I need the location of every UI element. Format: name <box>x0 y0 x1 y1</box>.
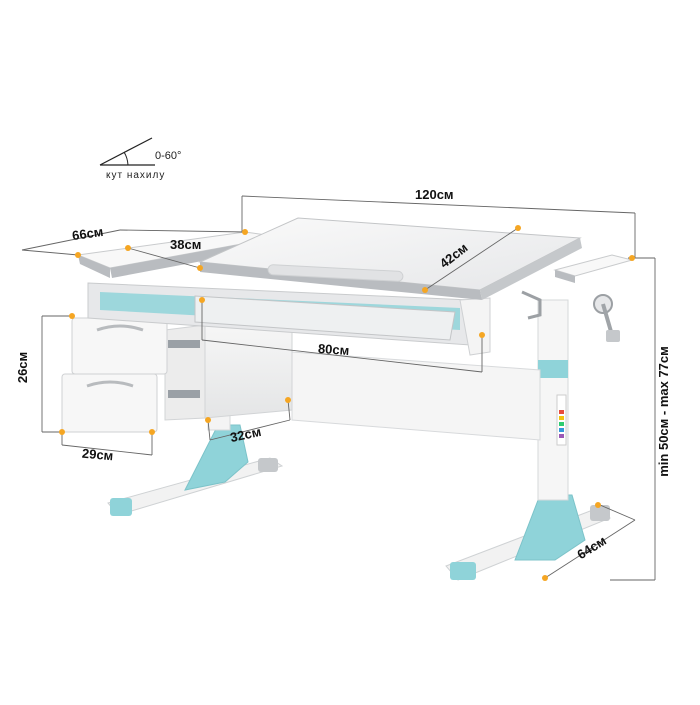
dim-label-drawer-height: 26см <box>15 351 31 384</box>
right-leg-post <box>514 299 586 561</box>
dim-label-inner-width: 80см <box>317 340 350 359</box>
tilt-angle-value: 0-60° <box>155 150 182 162</box>
dimension-markers <box>59 225 635 581</box>
tilt-crank-handle <box>521 290 620 342</box>
tilt-angle-icon <box>99 137 155 166</box>
tilting-desktop <box>198 217 582 300</box>
dim-label-drawer-width: 29см <box>81 445 114 464</box>
dim-label-side-shelf: 38см <box>170 237 202 252</box>
dim-label-width: 120см <box>415 187 454 202</box>
right-side-shelf <box>553 254 634 283</box>
back-rail-panel <box>291 351 541 441</box>
front-apron <box>87 282 491 356</box>
tilt-angle-caption: кут нахилу <box>106 170 166 181</box>
dimension-lines <box>21 195 656 581</box>
upper-drawer[interactable] <box>71 317 168 375</box>
dim-label-height-range: min 50см - max 77см <box>655 346 671 477</box>
lower-drawer[interactable] <box>61 373 158 433</box>
drawer-cabinet <box>164 319 293 421</box>
